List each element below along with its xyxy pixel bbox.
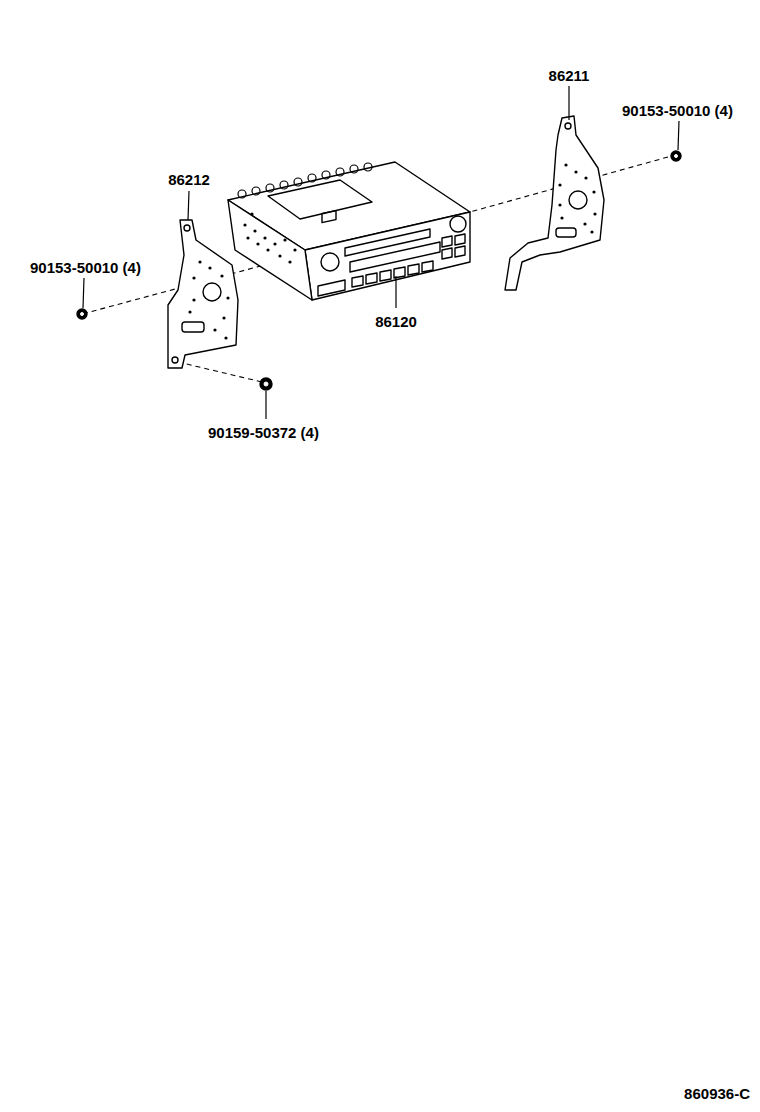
drawing-number: 860936-C [684, 1085, 750, 1102]
part-number: 86211 [549, 67, 590, 84]
screw [77, 151, 681, 390]
part-number: 90159-50372 (4) [208, 424, 319, 441]
bracket [505, 116, 604, 290]
part-number: 86212 [168, 171, 210, 188]
part-number: 90153-50010 (4) [622, 102, 733, 119]
radio-unit [228, 162, 470, 300]
bracket [168, 220, 238, 368]
leader-line [83, 86, 679, 419]
part-number: 86120 [375, 313, 417, 330]
part-number: 90153-50010 (4) [30, 259, 141, 276]
